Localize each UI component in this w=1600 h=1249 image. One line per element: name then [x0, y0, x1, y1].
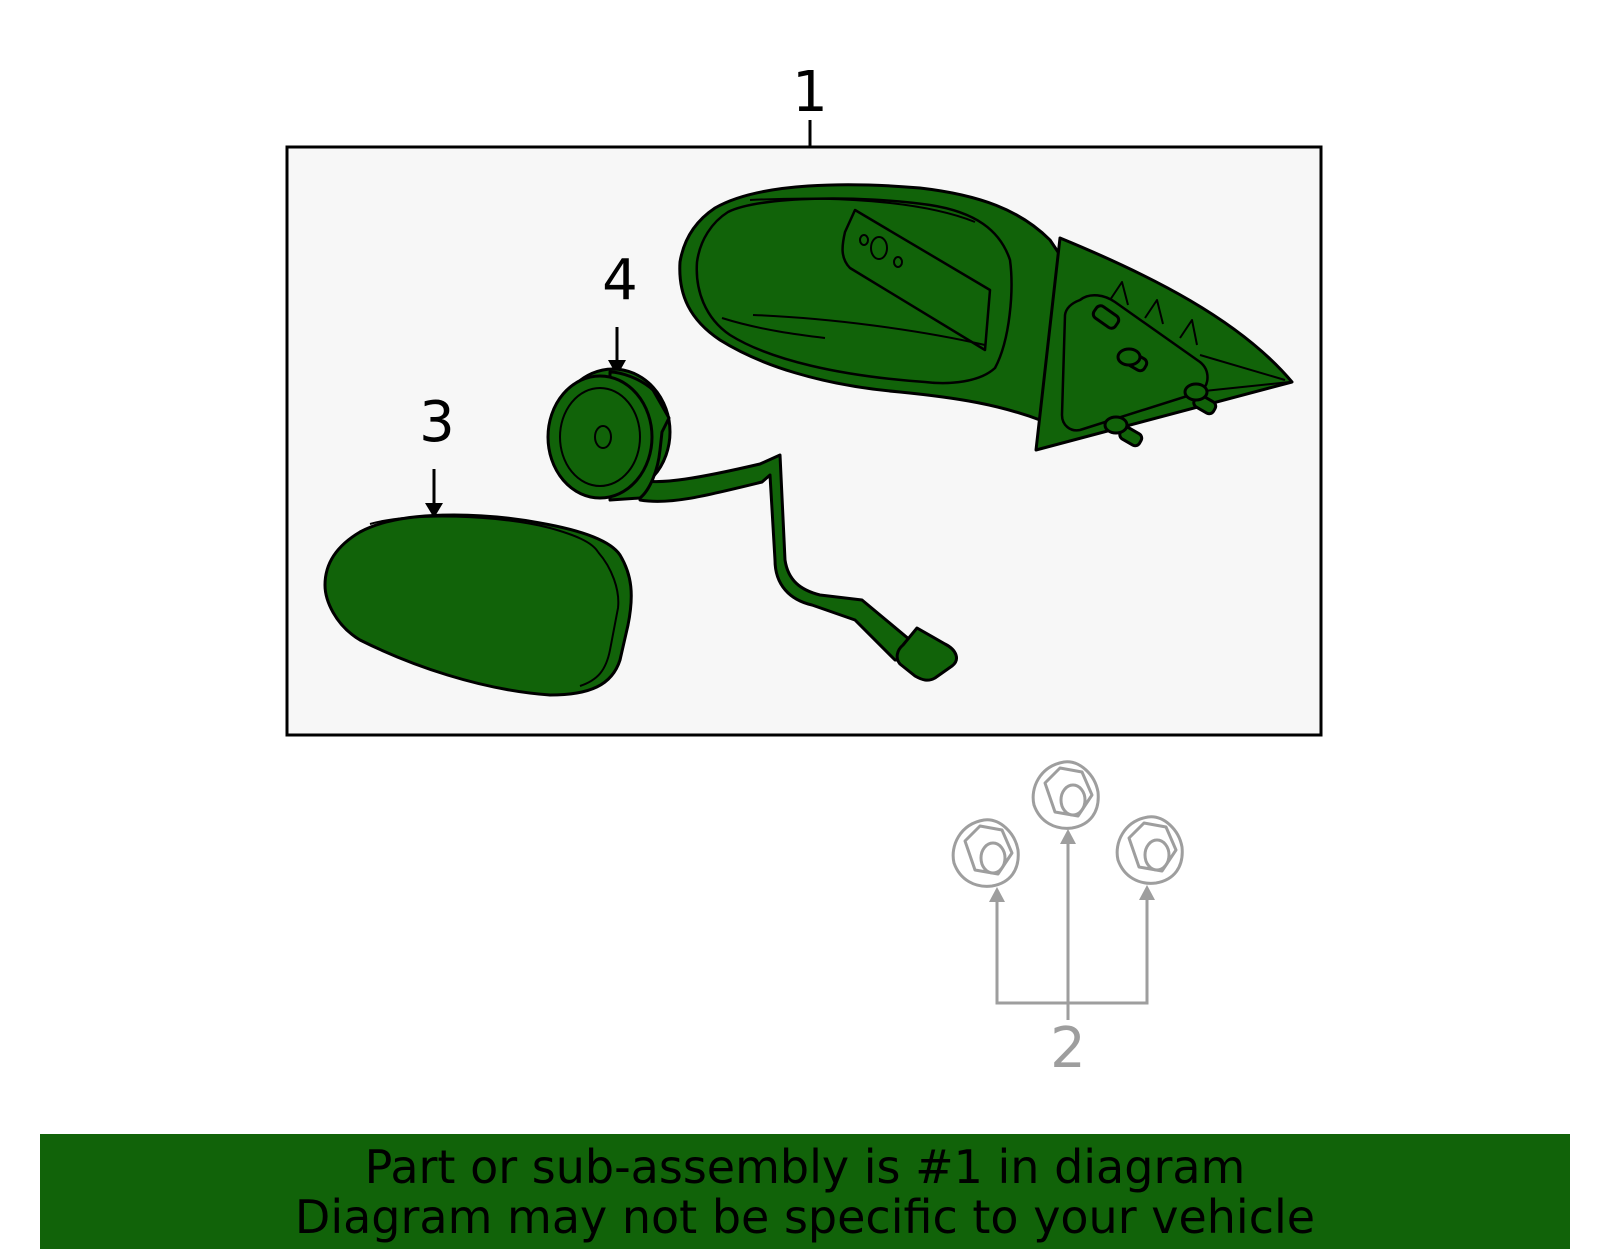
callout-4-label: 4 — [602, 248, 638, 313]
callout-3-arrowhead — [425, 503, 443, 518]
mirror-motor — [546, 367, 958, 682]
callout-2-arrowheads — [989, 829, 1155, 902]
callout-2-label: 2 — [1050, 1016, 1086, 1081]
nut-right — [1115, 815, 1184, 885]
banner-line-1: Part or sub-assembly is #1 in diagram — [364, 1140, 1246, 1194]
banner-line-2: Diagram may not be specific to your vehi… — [294, 1190, 1316, 1244]
nut-center — [1031, 760, 1100, 830]
callout-3-label: 3 — [419, 390, 455, 455]
mirror-glass — [323, 513, 633, 697]
nut-left — [951, 818, 1020, 888]
callout-2-leaders — [995, 842, 1149, 1020]
mirror-housing — [678, 183, 1294, 452]
callout-1-label: 1 — [792, 60, 828, 125]
disclaimer-banner: Part or sub-assembly is #1 in diagram Di… — [40, 1134, 1570, 1249]
